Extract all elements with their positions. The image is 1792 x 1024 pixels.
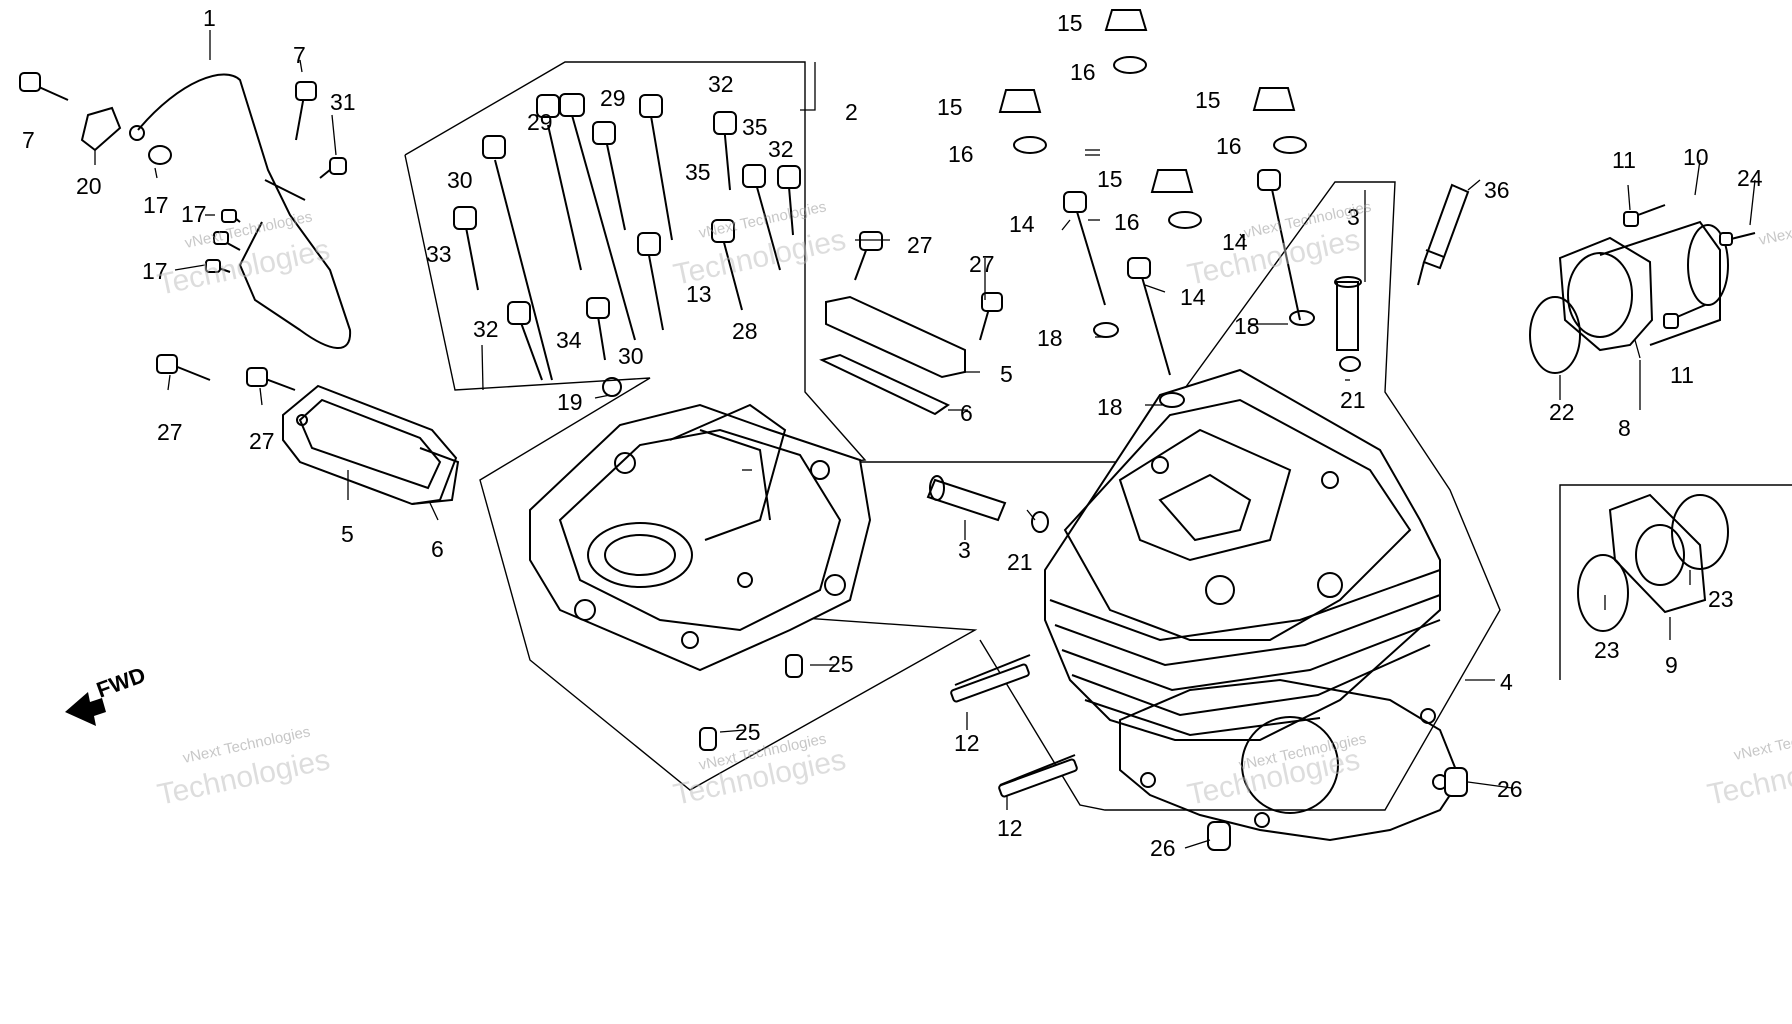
callout-32: 32 [768, 136, 794, 162]
cylinder-head-front [529, 403, 872, 672]
callout-21: 21 [1007, 549, 1033, 575]
callout-26: 26 [1497, 776, 1523, 802]
callout-30: 30 [447, 167, 473, 193]
callout-21: 21 [1340, 387, 1366, 413]
watermark-text: Technologies [155, 233, 333, 302]
callout-18: 18 [1037, 325, 1063, 351]
callout-35: 35 [742, 114, 768, 140]
carburetor-insulator [1529, 220, 1729, 374]
callout-17: 17 [143, 192, 169, 218]
spark-plug [1417, 183, 1470, 286]
callout-14: 14 [1222, 229, 1248, 255]
fasteners [19, 9, 1756, 851]
callout-28: 28 [732, 318, 758, 344]
head-group-outline-left [404, 61, 978, 791]
callout-35: 35 [685, 159, 711, 185]
callout-27: 27 [907, 232, 933, 258]
callout-17: 17 [142, 258, 168, 284]
callout-13: 13 [686, 281, 712, 307]
callout-33: 33 [426, 241, 452, 267]
callout-15: 15 [1097, 166, 1123, 192]
callout-5: 5 [1000, 361, 1013, 387]
callout-34: 34 [556, 327, 582, 353]
callout-29: 29 [527, 109, 553, 135]
callout-14: 14 [1009, 211, 1035, 237]
callout-1: 1 [203, 5, 216, 31]
callout-5: 5 [341, 521, 354, 547]
head-gasket [1119, 678, 1462, 842]
callout-20: 20 [76, 173, 102, 199]
forward-direction-arrow: FWD [65, 662, 149, 726]
callout-12: 12 [997, 815, 1023, 841]
callout-27: 27 [969, 251, 995, 277]
callout-25: 25 [828, 651, 854, 677]
callout-labels: 1 2 3 3 4 5 5 6 6 7 7 8 9 10 11 11 12 12… [22, 5, 1763, 861]
insulator-group-outline [1559, 484, 1792, 680]
callout-11: 11 [1612, 147, 1636, 173]
callout-12: 12 [954, 730, 980, 756]
callout-18: 18 [1234, 313, 1260, 339]
callout-16: 16 [948, 141, 974, 167]
callout-11: 11 [1670, 362, 1694, 388]
callout-14: 14 [1180, 284, 1206, 310]
watermark-text: Technologies [671, 223, 849, 292]
intake-joint [1577, 493, 1729, 632]
callout-16: 16 [1216, 133, 1242, 159]
callout-7: 7 [293, 42, 306, 68]
cylinder-head-rear [1044, 368, 1441, 741]
callout-7: 7 [22, 127, 35, 153]
callout-27: 27 [249, 428, 275, 454]
callout-10: 10 [1683, 144, 1709, 170]
callout-30: 30 [618, 343, 644, 369]
callout-8: 8 [1618, 415, 1631, 441]
callout-29: 29 [600, 85, 626, 111]
callout-3: 3 [1347, 204, 1360, 230]
callout-32: 32 [473, 316, 499, 342]
callout-6: 6 [431, 536, 444, 562]
callout-25: 25 [735, 719, 761, 745]
callout-26: 26 [1150, 835, 1176, 861]
callout-16: 16 [1070, 59, 1096, 85]
watermark-text: vNext Technologies [1757, 205, 1792, 249]
callout-22: 22 [1549, 399, 1575, 425]
watermark-text: vNext Technologies [1732, 720, 1792, 764]
callout-18: 18 [1097, 394, 1123, 420]
callout-15: 15 [937, 94, 963, 120]
callout-23: 23 [1708, 586, 1734, 612]
head-cover [282, 384, 460, 506]
callout-27: 27 [157, 419, 183, 445]
callout-9: 9 [1665, 652, 1678, 678]
head-cover-top [819, 295, 966, 416]
callout-3: 3 [958, 537, 971, 563]
callout-16: 16 [1114, 209, 1140, 235]
callout-31: 31 [330, 89, 356, 115]
callout-24: 24 [1737, 165, 1763, 191]
callout-15: 15 [1195, 87, 1221, 113]
callout-17: 17 [181, 201, 207, 227]
callout-2: 2 [845, 99, 858, 125]
leader-lines [94, 30, 1756, 849]
callout-4: 4 [1500, 669, 1513, 695]
oil-pipe [129, 73, 352, 349]
forward-label: FWD [93, 662, 149, 703]
callout-36: 36 [1484, 177, 1510, 203]
callout-32: 32 [708, 71, 734, 97]
valve-guides [926, 276, 1362, 533]
callout-23: 23 [1594, 637, 1620, 663]
callout-6: 6 [960, 400, 973, 426]
callout-19: 19 [557, 389, 583, 415]
callout-15: 15 [1057, 10, 1083, 36]
